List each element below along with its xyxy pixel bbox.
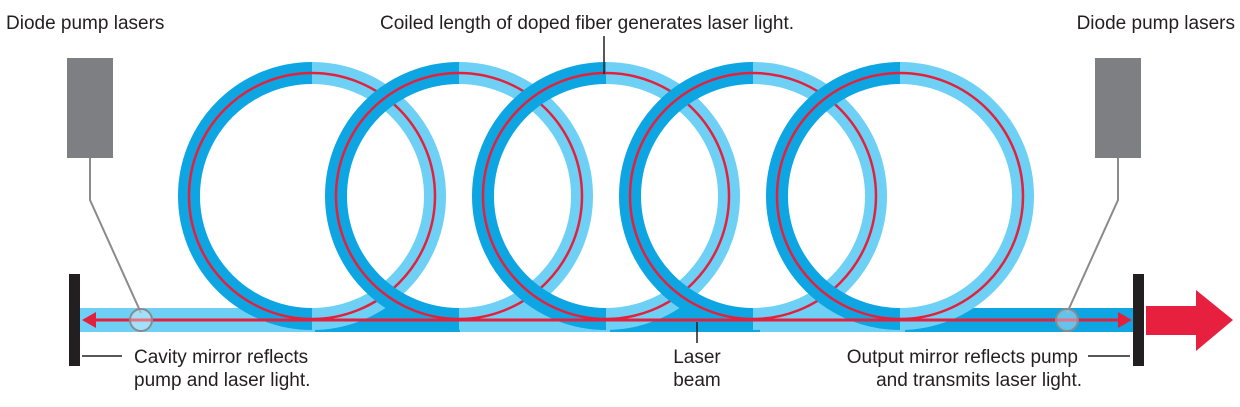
laser-light-in-fiber	[775, 71, 1025, 321]
output-mirror-label-line2: and transmits laser light.	[876, 370, 1082, 391]
laser-beam	[82, 312, 1132, 328]
pump-left-label: Diode pump lasers	[6, 13, 164, 34]
laser-light-in-fiber	[334, 71, 584, 321]
fiber-coil-loop	[619, 62, 887, 330]
pump-right-label: Diode pump lasers	[1077, 13, 1235, 34]
diode-pump-laser-box	[1095, 58, 1141, 158]
fiber-coil-loop	[766, 62, 1034, 330]
fiber-loop-left-half	[178, 62, 313, 330]
laser-beam-label-line1: Laser	[673, 347, 721, 368]
pump-lead-line	[1066, 158, 1119, 314]
pump-lead-line	[89, 158, 142, 314]
output-laser-arrow	[1146, 290, 1233, 351]
pump-coupler-circle	[1055, 308, 1079, 332]
laser-beam-arrowhead-left	[82, 312, 96, 328]
cavity-mirror	[69, 274, 80, 366]
diode-pump-laser-box	[67, 58, 113, 158]
coil-label: Coiled length of doped fiber generates l…	[380, 13, 794, 34]
pump-coupler-circle	[129, 308, 153, 332]
output-mirror	[1133, 274, 1144, 366]
laser-beam-label-line2: beam	[673, 370, 721, 391]
fiber-loop-right-half	[899, 62, 1034, 330]
output-mirror-label-line1: Output mirror reflects pump	[847, 347, 1078, 368]
pump-right	[1055, 58, 1141, 332]
fiber-coil-loop	[325, 62, 593, 330]
fiber-coil-loop	[178, 62, 446, 330]
laser-light-in-fiber	[481, 71, 731, 321]
laser-light-in-fiber	[187, 71, 437, 321]
laser-light-in-fiber	[628, 71, 878, 321]
pump-left	[67, 58, 153, 332]
cavity-mirror-label-line2: pump and laser light.	[134, 370, 310, 391]
cavity-mirror-label-line1: Cavity mirror reflects	[134, 347, 308, 368]
fiber-coil-loop	[472, 62, 740, 330]
fiber-coils	[178, 62, 1034, 330]
laser-beam-arrowhead-right	[1118, 312, 1132, 328]
